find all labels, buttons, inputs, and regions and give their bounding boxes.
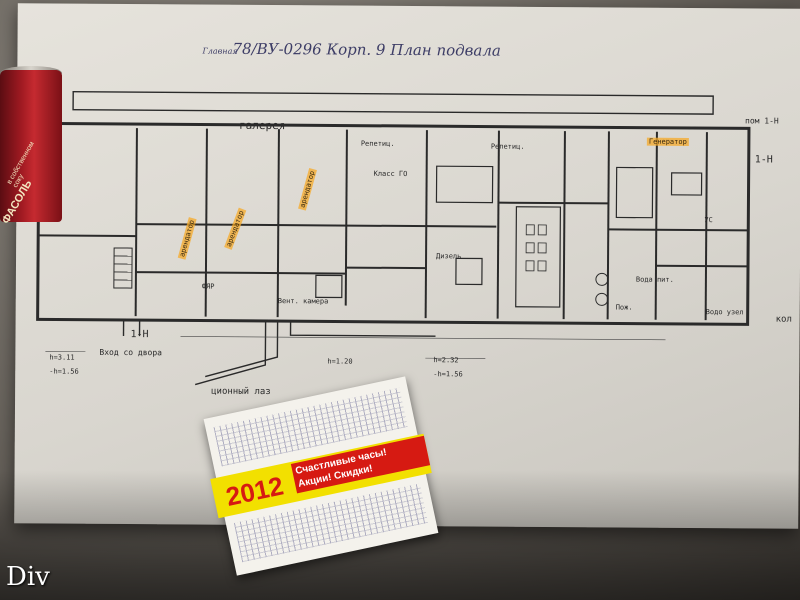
label-h-156-a: -h=1.56 <box>49 367 79 376</box>
label-vent-chamber: Вент. камера <box>277 297 329 306</box>
label-crawl-passage: ционный лаз <box>211 386 271 398</box>
watermark: Div <box>6 562 50 592</box>
label-diesel: Дизель <box>436 252 462 261</box>
label-rehearsal-2: Репетиц. <box>490 142 525 151</box>
bean-can: ФАСОЛЬ в собственном соку <box>0 70 62 226</box>
label-class-go: Класс ГО <box>373 169 408 178</box>
label-h-232: h=2.32 <box>433 356 459 365</box>
label-h-120: h=1.20 <box>327 357 353 366</box>
label-h-156-b: -h=1.56 <box>433 370 463 379</box>
label-rehearsal-1: Репетиц. <box>360 139 395 148</box>
label-entrance: Вход со двора <box>99 347 163 358</box>
label-pozh: Пож. <box>615 303 633 312</box>
label-drinking-water: Вода пит. <box>635 275 674 284</box>
label-us: УС <box>704 216 713 225</box>
label-room-1n: пом 1-Н <box>744 116 779 126</box>
label-gallery: галерея <box>238 118 286 133</box>
label-generator: Генератор <box>646 137 689 146</box>
label-edge-text: кол <box>775 314 792 325</box>
label-water-node: Водо узел <box>705 308 744 317</box>
label-fyar: ФЯР <box>201 282 215 291</box>
label-h-311: h=3.11 <box>49 353 75 362</box>
label-1n-right: 1-Н <box>754 154 773 166</box>
label-1n-left: 1-Н <box>130 329 149 341</box>
